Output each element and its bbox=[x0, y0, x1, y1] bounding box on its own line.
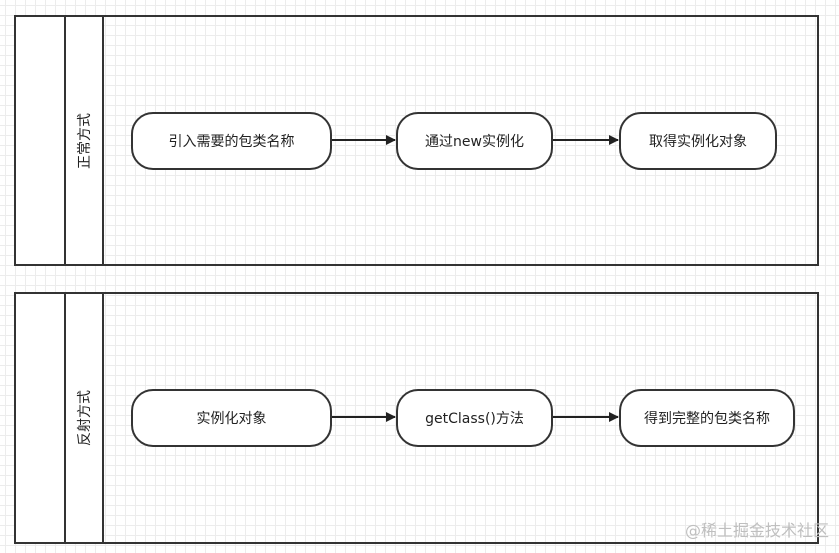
swimlane-margin bbox=[16, 17, 66, 264]
watermark: @稀土掘金技术社区 bbox=[684, 521, 829, 540]
swimlane-reflection: 反射方式 bbox=[14, 292, 819, 544]
node-get-instance[interactable]: 取得实例化对象 bbox=[619, 112, 777, 170]
node-getclass-method[interactable]: getClass()方法 bbox=[396, 389, 553, 447]
node-import-package[interactable]: 引入需要的包类名称 bbox=[131, 112, 332, 170]
swimlane-title: 正常方式 bbox=[77, 112, 93, 169]
swimlane-header: 正常方式 bbox=[66, 17, 104, 264]
swimlane-margin bbox=[16, 294, 66, 542]
swimlane-header: 反射方式 bbox=[66, 294, 104, 542]
swimlane-title: 反射方式 bbox=[77, 390, 93, 446]
swimlane-normal: 正常方式 bbox=[14, 15, 819, 266]
node-instance-object[interactable]: 实例化对象 bbox=[131, 389, 332, 447]
node-new-instance[interactable]: 通过new实例化 bbox=[396, 112, 553, 170]
node-full-class-name[interactable]: 得到完整的包类名称 bbox=[619, 389, 795, 447]
